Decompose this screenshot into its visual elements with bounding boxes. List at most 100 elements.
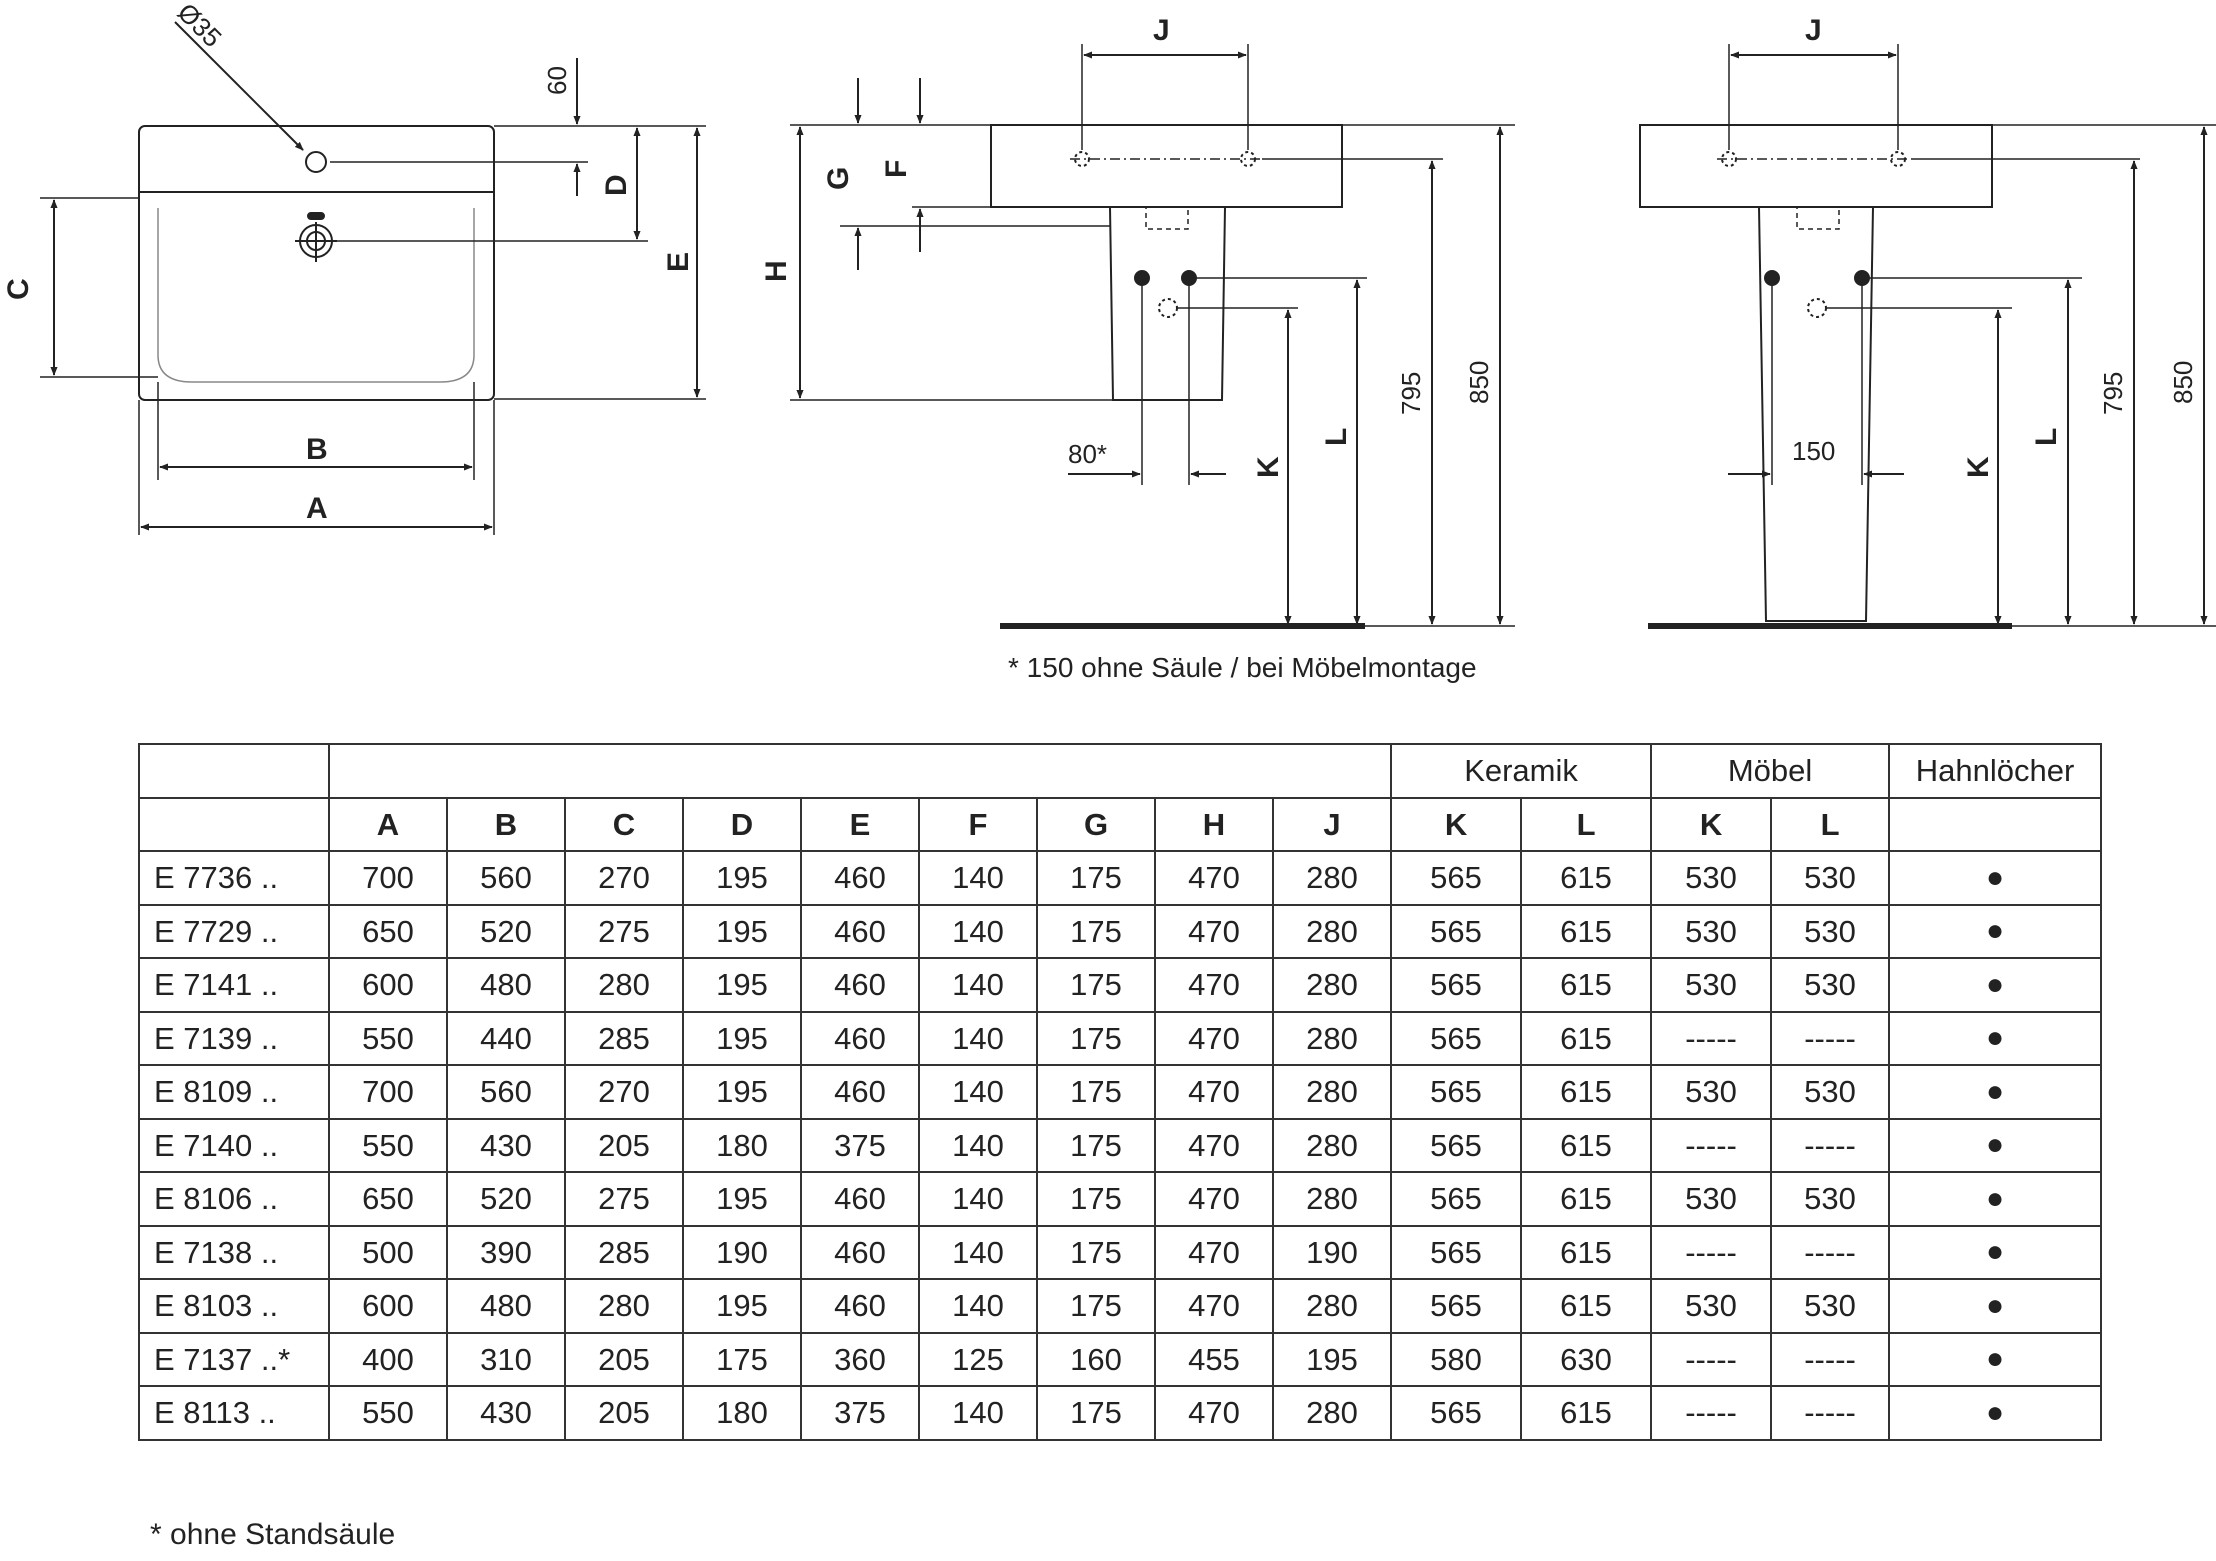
value-cell: 615: [1520, 1064, 1653, 1120]
value-cell: 280: [1271, 1064, 1393, 1120]
value-cell: 650: [328, 1171, 448, 1227]
model-cell: E 7138 ..: [138, 1224, 330, 1280]
value-cell: 600: [328, 1278, 448, 1334]
tap-hole-indicator: ●: [1888, 1064, 2103, 1120]
value-cell: 275: [564, 1171, 684, 1227]
value-cell: 470: [1154, 1117, 1274, 1173]
value-cell: 460: [800, 1064, 920, 1120]
value-cell: 565: [1390, 1278, 1523, 1334]
drawing-footnote: * 150 ohne Säule / bei Möbelmontage: [1008, 652, 1477, 683]
value-cell: 175: [1036, 1278, 1156, 1334]
tap-hole-indicator: ●: [1888, 1117, 2103, 1173]
value-cell: 615: [1520, 850, 1653, 906]
value-cell: 280: [1271, 850, 1393, 906]
front-view: [1639, 44, 2216, 629]
value-cell: 455: [1154, 1331, 1274, 1387]
model-cell: E 8113 ..: [138, 1385, 330, 1441]
dim-850-side: 850: [1464, 361, 1494, 404]
value-cell: 460: [800, 957, 920, 1013]
value-cell: 530: [1770, 850, 1891, 906]
value-cell: 470: [1154, 850, 1274, 906]
pedestal: [1758, 206, 1874, 622]
value-cell: 280: [1271, 1010, 1393, 1066]
value-cell: 285: [564, 1010, 684, 1066]
tap-hole-indicator: ●: [1888, 1278, 2103, 1334]
value-cell: 530: [1650, 850, 1773, 906]
value-cell: 140: [918, 1117, 1038, 1173]
model-cell: E 7141 ..: [138, 957, 330, 1013]
value-cell: 175: [1036, 1224, 1156, 1280]
value-cell: 175: [682, 1331, 802, 1387]
model-cell: E 7736 ..: [138, 850, 330, 906]
column-header-k: K: [1650, 796, 1773, 852]
value-cell: 280: [1271, 957, 1393, 1013]
label-b: B: [306, 433, 328, 466]
value-cell: 565: [1390, 1385, 1523, 1441]
value-cell: 565: [1390, 1224, 1523, 1280]
value-cell: 310: [446, 1331, 566, 1387]
value-cell: 175: [1036, 1385, 1156, 1441]
value-cell: 565: [1390, 1010, 1523, 1066]
value-cell: 175: [1036, 1064, 1156, 1120]
group-moebel: Möbel: [1650, 743, 1891, 799]
column-header-e: E: [800, 796, 920, 852]
value-cell: -----: [1650, 1385, 1773, 1441]
top-view: [40, 21, 706, 535]
label-k-front: K: [1962, 456, 1995, 478]
value-cell: 195: [1271, 1331, 1393, 1387]
value-cell: 160: [1036, 1331, 1156, 1387]
value-cell: 390: [446, 1224, 566, 1280]
value-cell: 530: [1650, 903, 1773, 959]
value-cell: 565: [1390, 1117, 1523, 1173]
side-view: [790, 44, 1515, 629]
value-cell: 470: [1154, 1064, 1274, 1120]
value-cell: 280: [564, 957, 684, 1013]
empty-header-cell: [138, 796, 330, 852]
value-cell: 280: [1271, 903, 1393, 959]
value-cell: 460: [800, 1224, 920, 1280]
empty-header-cell: [138, 743, 330, 799]
value-cell: 530: [1650, 957, 1773, 1013]
dim-850-front: 850: [2168, 361, 2198, 404]
value-cell: 615: [1520, 957, 1653, 1013]
value-cell: 460: [800, 850, 920, 906]
value-cell: 615: [1520, 1278, 1653, 1334]
value-cell: 460: [800, 903, 920, 959]
group-header-row: Keramik Möbel Hahnlöcher: [138, 743, 2103, 799]
column-header-l: L: [1770, 796, 1891, 852]
technical-drawing: Ø35 60 D E C B A: [2, 0, 2216, 629]
value-cell: 205: [564, 1331, 684, 1387]
value-cell: 195: [682, 1278, 802, 1334]
value-cell: -----: [1770, 1117, 1891, 1173]
value-cell: 440: [446, 1010, 566, 1066]
column-header-l: L: [1520, 796, 1653, 852]
value-cell: 175: [1036, 1010, 1156, 1066]
value-cell: 140: [918, 850, 1038, 906]
model-cell: E 7137 ..*: [138, 1331, 330, 1387]
value-cell: 560: [446, 850, 566, 906]
value-cell: 140: [918, 1064, 1038, 1120]
value-cell: 140: [918, 957, 1038, 1013]
value-cell: 565: [1390, 903, 1523, 959]
dimension-group-cell: [327, 743, 1393, 799]
value-cell: 500: [328, 1224, 448, 1280]
value-cell: 195: [682, 1010, 802, 1066]
value-cell: 650: [328, 903, 448, 959]
value-cell: -----: [1650, 1224, 1773, 1280]
value-cell: 375: [800, 1385, 920, 1441]
value-cell: 460: [800, 1010, 920, 1066]
value-cell: 400: [328, 1331, 448, 1387]
value-cell: 520: [446, 903, 566, 959]
label-e: E: [662, 252, 695, 272]
dim-795-front: 795: [2098, 372, 2128, 415]
dim-diameter: Ø35: [172, 0, 228, 53]
value-cell: 470: [1154, 1171, 1274, 1227]
label-l-side: L: [1320, 428, 1353, 446]
model-cell: E 7139 ..: [138, 1010, 330, 1066]
column-header-j: J: [1271, 796, 1393, 852]
dim-795-side: 795: [1396, 372, 1426, 415]
value-cell: -----: [1650, 1117, 1773, 1173]
tap-hole-indicator: ●: [1888, 850, 2103, 906]
